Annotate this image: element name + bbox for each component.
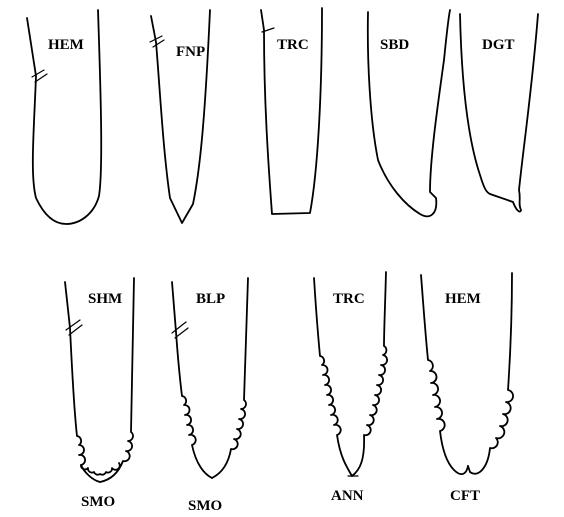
shape-trc-row1: TRC (260, 7, 323, 215)
trc-outline (260, 7, 323, 215)
shm-margin-label: SMO (81, 494, 115, 510)
dgt-outline (459, 13, 539, 213)
trc-label-row2: TRC (333, 291, 365, 307)
hem-petiole-mark (31, 69, 48, 83)
trc-petiole-mark (261, 27, 275, 33)
shm-bottom-scallops (80, 462, 121, 476)
blp-outline-left (171, 281, 213, 479)
shape-shm: SHM SMO (64, 277, 135, 510)
shape-blp: BLP SMO (171, 277, 249, 514)
trc-ann-outline-left (313, 277, 353, 477)
trc-ann-outline-right (351, 271, 388, 477)
shape-trc-ann: TRC ANN (313, 271, 388, 504)
hem-outline-left (26, 9, 103, 225)
sbd-label: SBD (380, 37, 409, 53)
hem-cft-outline-left (420, 274, 469, 475)
trc-label-row1: TRC (277, 37, 309, 53)
ann-margin-label: ANN (331, 488, 364, 504)
shape-sbd: SBD (366, 9, 451, 218)
blp-outline-right (211, 277, 249, 479)
fnp-outline (150, 9, 211, 224)
hem-label-row2: HEM (445, 291, 481, 307)
shape-hem-row1: HEM (26, 9, 103, 225)
shm-label: SHM (88, 291, 122, 307)
blp-margin-label: SMO (188, 498, 222, 514)
blp-petiole-mark (171, 321, 189, 339)
hem-label: HEM (48, 37, 84, 53)
shm-petiole-mark (65, 319, 83, 336)
shm-outline-right (99, 277, 135, 483)
cft-margin-label: CFT (450, 488, 480, 504)
dgt-label: DGT (482, 37, 515, 53)
shape-fnp: FNP (149, 9, 211, 224)
fnp-petiole-mark (149, 35, 165, 48)
hem-cft-outline-right (467, 272, 514, 475)
shape-dgt: DGT (459, 13, 539, 213)
shape-hem-cft: HEM CFT (420, 272, 514, 504)
shm-outline-left (64, 281, 101, 483)
sbd-outline (366, 9, 451, 218)
fnp-label: FNP (176, 44, 205, 60)
blp-label: BLP (196, 291, 225, 307)
